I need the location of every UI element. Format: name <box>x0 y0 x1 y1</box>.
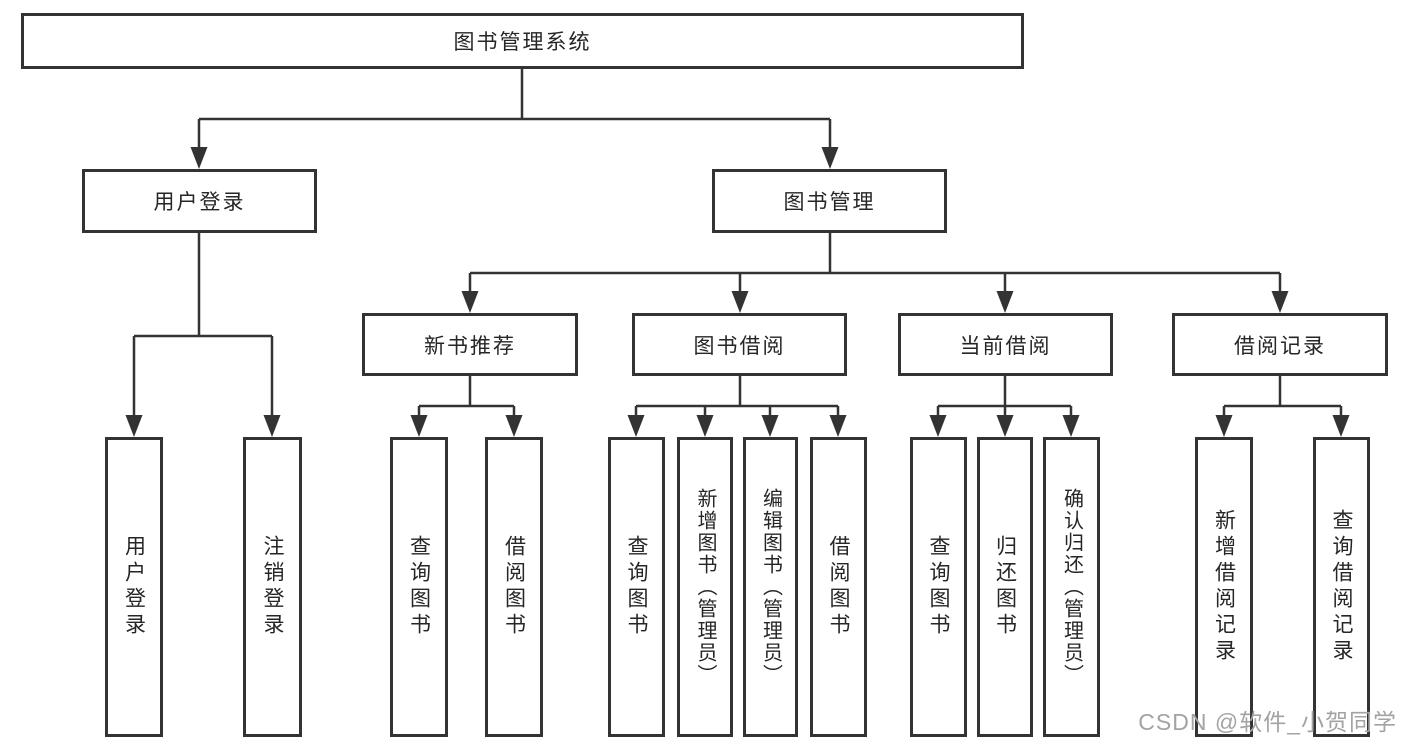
arrow-down-icon <box>410 415 428 437</box>
arrowhead-icons <box>125 147 1350 437</box>
leaf-records-add-record: 新增借阅记录 <box>1195 437 1253 737</box>
node-borrowing-records: 借阅记录 <box>1172 313 1388 376</box>
leaf-logout: 注销登录 <box>243 437 302 737</box>
arrow-down-icon <box>696 415 714 437</box>
node-book-management: 图书管理 <box>712 169 947 233</box>
arrow-down-icon <box>461 291 479 313</box>
leaf-records-query-record: 查询借阅记录 <box>1313 437 1370 737</box>
leaf-current-confirm-return-admin: 确认归还（管理员） <box>1043 437 1100 737</box>
arrow-down-icon <box>761 415 779 437</box>
arrow-down-icon <box>1271 291 1289 313</box>
arrow-down-icon <box>627 415 645 437</box>
watermark: CSDN @软件_小贺同学 <box>1138 709 1397 735</box>
arrow-down-icon <box>929 415 947 437</box>
arrow-down-icon <box>263 415 281 437</box>
leaf-recommend-borrow-books: 借阅图书 <box>485 437 543 737</box>
arrow-down-icon <box>996 415 1014 437</box>
leaf-borrowing-borrow-books: 借阅图书 <box>810 437 867 737</box>
arrow-down-icon <box>996 291 1014 313</box>
node-book-borrowing: 图书借阅 <box>632 313 847 376</box>
node-new-book-recommendation: 新书推荐 <box>362 313 578 376</box>
connector-edges <box>132 69 1343 419</box>
node-user-login: 用户登录 <box>82 169 317 233</box>
arrow-down-icon <box>829 415 847 437</box>
node-current-borrowing: 当前借阅 <box>898 313 1113 376</box>
leaf-borrowing-query-books: 查询图书 <box>608 437 665 737</box>
arrow-down-icon <box>731 291 749 313</box>
leaf-borrowing-edit-books-admin: 编辑图书（管理员） <box>743 437 798 737</box>
leaf-recommend-query-books: 查询图书 <box>390 437 448 737</box>
node-root-library-management-system: 图书管理系统 <box>21 13 1024 69</box>
arrow-down-icon <box>1332 415 1350 437</box>
arrow-down-icon <box>125 415 143 437</box>
arrow-down-icon <box>1062 415 1080 437</box>
leaf-current-query-books: 查询图书 <box>910 437 967 737</box>
leaf-current-return-books: 归还图书 <box>977 437 1033 737</box>
leaf-borrowing-add-books-admin: 新增图书（管理员） <box>677 437 733 737</box>
arrow-down-icon <box>821 147 839 169</box>
arrow-down-icon <box>505 415 523 437</box>
leaf-user-login: 用户登录 <box>105 437 163 737</box>
arrow-down-icon <box>1215 415 1233 437</box>
arrow-down-icon <box>190 147 208 169</box>
